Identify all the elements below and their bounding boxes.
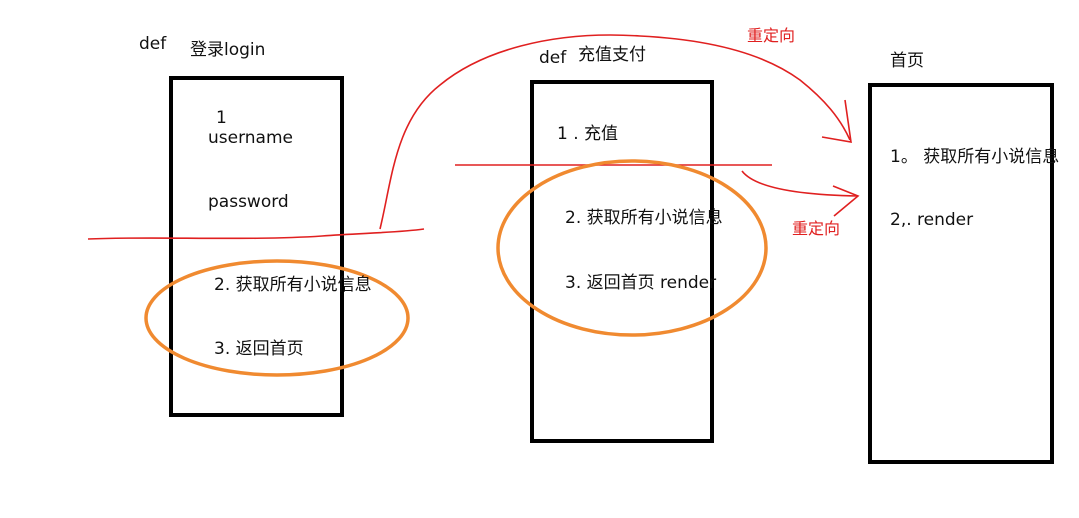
redirect-arrowhead-bottom xyxy=(832,185,860,217)
payment-def-label: def xyxy=(539,48,567,68)
homepage-box xyxy=(868,83,1054,464)
redirect-label-top: 重定向 xyxy=(747,26,796,45)
login-box xyxy=(169,76,344,417)
redirect-arrow-top xyxy=(379,34,851,230)
login-step2-label: 2. 获取所有小说信息 xyxy=(214,275,372,295)
login-def-label: def xyxy=(139,34,167,54)
payment-step2-label: 2. 获取所有小说信息 xyxy=(565,208,723,228)
login-divider-line xyxy=(87,228,425,240)
redirect-arrow-bottom xyxy=(741,170,859,197)
payment-step3-label: 3. 返回首页 render xyxy=(565,273,717,293)
payment-title: 充值支付 xyxy=(578,45,646,65)
login-title: 登录login xyxy=(190,40,266,60)
redirect-label-bottom: 重定向 xyxy=(792,219,841,238)
payment-step1-label: 1 . 充值 xyxy=(557,124,619,144)
payment-box xyxy=(530,80,714,443)
payment-highlight-ellipse xyxy=(496,159,768,337)
login-highlight-ellipse xyxy=(144,259,410,377)
login-password-label: password xyxy=(208,192,289,212)
homepage-step1-label: 1。 获取所有小说信息 xyxy=(890,147,1060,167)
login-step1-number: 1 xyxy=(216,108,227,128)
homepage-step2-label: 2,. render xyxy=(890,210,974,230)
homepage-title: 首页 xyxy=(890,51,924,71)
redirect-arrowhead-top xyxy=(821,99,852,143)
login-step3-label: 3. 返回首页 xyxy=(214,339,304,359)
login-username-label: username xyxy=(208,128,293,148)
